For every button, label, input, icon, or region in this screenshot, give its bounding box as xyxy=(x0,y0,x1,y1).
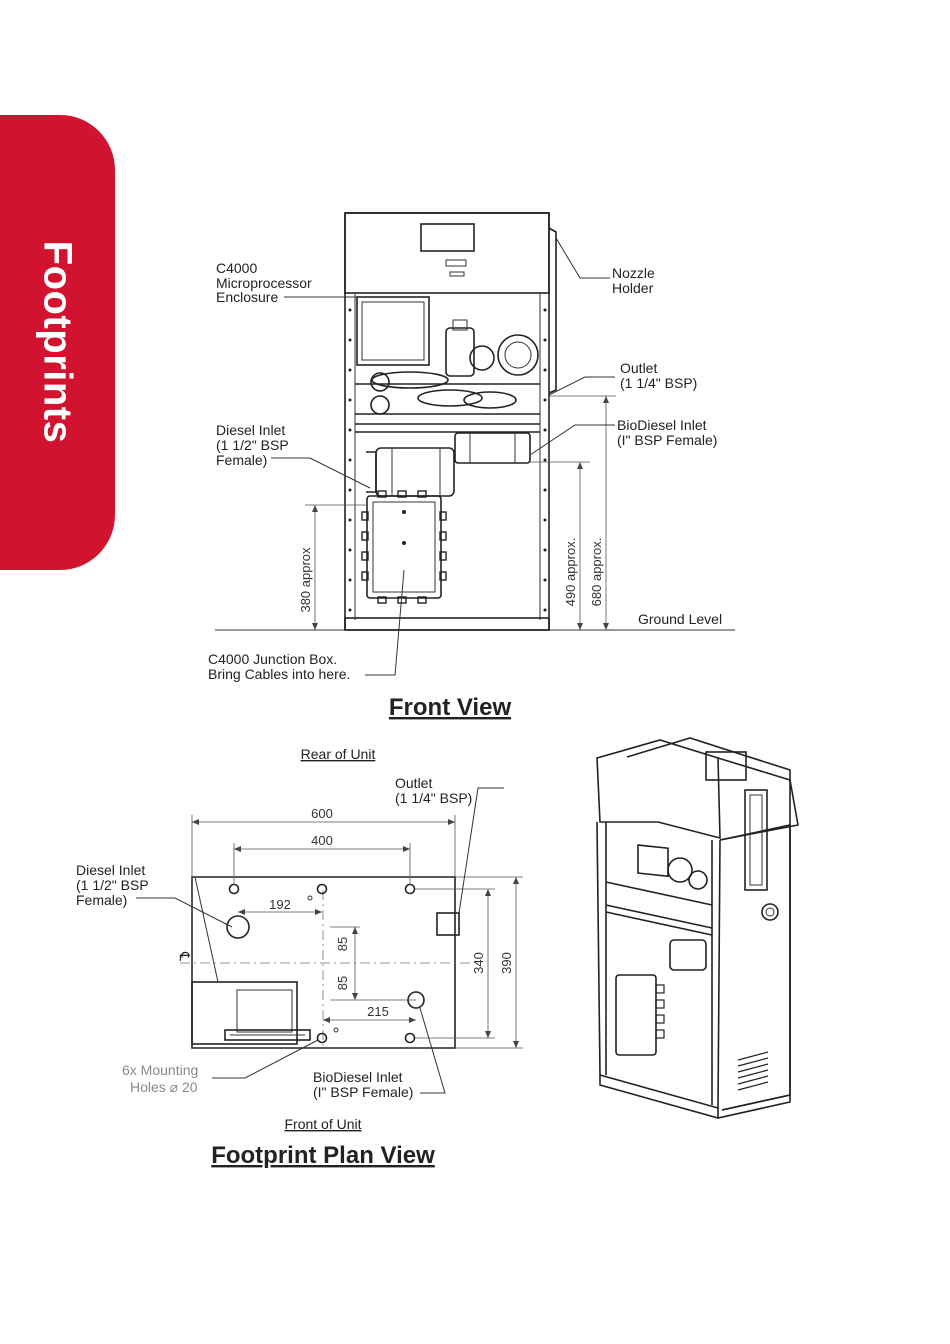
cabinet-outline xyxy=(344,212,550,631)
biodiesel-label-2: (I" BSP Female) xyxy=(617,432,717,448)
dim-400: 400 xyxy=(311,833,333,848)
nozzle-holder-shape xyxy=(548,227,557,394)
dim-340: 340 xyxy=(471,952,486,974)
plan-diesel-label-3: Female) xyxy=(76,892,127,908)
ground-level-label: Ground Level xyxy=(638,611,722,627)
isometric-view-drawing xyxy=(596,737,799,1119)
diesel-motor xyxy=(375,447,455,497)
enclosure-label-2: Microprocessor xyxy=(216,275,312,291)
plan-view-drawing xyxy=(136,787,523,1094)
biodiesel-label-1: BioDiesel Inlet xyxy=(617,417,707,433)
display-button xyxy=(445,259,467,267)
nozzle-label-2: Holder xyxy=(612,280,654,296)
plan-outlet-label-1: Outlet xyxy=(395,775,432,791)
display-window xyxy=(420,223,475,252)
junction-label-1: C4000 Junction Box. xyxy=(208,651,337,667)
enclosure-label-1: C4000 xyxy=(216,260,257,276)
junction-box xyxy=(366,495,442,599)
microprocessor-enclosure xyxy=(356,296,430,366)
junction-label-2: Bring Cables into here. xyxy=(208,666,350,682)
dim-390: 390 xyxy=(499,952,514,974)
plan-outlet-label-2: (1 1/4" BSP) xyxy=(395,790,472,806)
mounting-label-1: 6x Mounting xyxy=(122,1062,198,1078)
dim-85-upper: 85 xyxy=(335,937,350,951)
plan-biodiesel-label-2: (I" BSP Female) xyxy=(313,1084,413,1100)
nozzle-label-1: Nozzle xyxy=(612,265,655,281)
display-key xyxy=(449,271,465,277)
plan-view-title: Footprint Plan View xyxy=(211,1142,435,1169)
front-view-drawing xyxy=(215,212,735,676)
iso-junction-box xyxy=(615,974,657,1056)
diesel-label-2: (1 1/2" BSP xyxy=(216,437,289,453)
centerline-symbol: ℄ xyxy=(177,951,193,961)
diesel-inlet-hole xyxy=(226,915,250,939)
plan-diesel-label-2: (1 1/2" BSP xyxy=(76,877,149,893)
outlet-label-2: (1 1/4" BSP) xyxy=(620,375,697,391)
dim-215: 215 xyxy=(367,1004,389,1019)
diesel-label-1: Diesel Inlet xyxy=(216,422,285,438)
diesel-label-3: Female) xyxy=(216,452,267,468)
plan-diesel-label-1: Diesel Inlet xyxy=(76,862,145,878)
front-view-title: Front View xyxy=(389,694,512,721)
dim-680: 680 approx. xyxy=(589,538,604,607)
plan-outline xyxy=(191,876,456,1049)
dim-490: 490 approx. xyxy=(563,538,578,607)
iso-nozzle-holder xyxy=(705,751,747,781)
biodiesel-motor xyxy=(454,432,531,464)
top-panel xyxy=(344,212,550,294)
outlet-label-1: Outlet xyxy=(620,360,657,376)
rear-of-unit-label: Rear of Unit xyxy=(301,746,376,762)
dim-85-lower: 85 xyxy=(335,976,350,990)
dim-600: 600 xyxy=(311,806,333,821)
meter-housing xyxy=(497,334,539,376)
front-of-unit-label: Front of Unit xyxy=(284,1116,361,1132)
dim-192: 192 xyxy=(269,897,291,912)
side-tab xyxy=(0,115,115,570)
enclosure-label-3: Enclosure xyxy=(216,289,278,305)
mounting-label-2: Holes ⌀ 20 xyxy=(130,1079,198,1095)
dim-380: 380 approx xyxy=(298,547,313,613)
plan-biodiesel-label-1: BioDiesel Inlet xyxy=(313,1069,403,1085)
